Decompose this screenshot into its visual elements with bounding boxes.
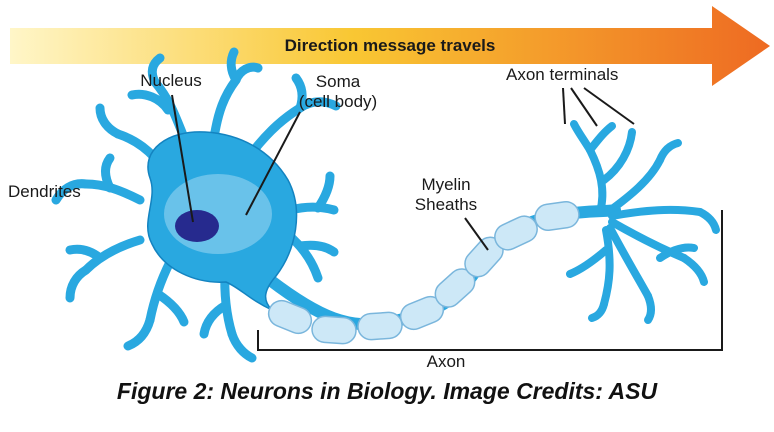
nucleus-label: Nucleus: [140, 71, 201, 90]
dendrites-label: Dendrites: [8, 182, 81, 201]
nucleus: [175, 210, 219, 242]
nucleus-pointer: [171, 94, 194, 223]
myelin-segment: [357, 311, 403, 341]
axon-terminal-branches: [566, 120, 720, 324]
myelin-label-line1: Myelin: [421, 175, 470, 194]
soma-pointer: [245, 111, 301, 216]
direction-arrow: Direction message travels: [10, 6, 770, 86]
axon-bracket: [257, 210, 723, 351]
axon-label: Axon: [427, 352, 466, 371]
axon-terminals-pointer-2: [570, 87, 598, 127]
soma-label-line1: Soma: [316, 72, 361, 91]
axon-terminals-label: Axon terminals: [506, 65, 618, 84]
label-pointers: [171, 87, 723, 351]
soma-label-line2: (cell body): [299, 92, 377, 111]
labels: Nucleus Soma (cell body) Dendrites Myeli…: [8, 65, 618, 371]
direction-arrow-shape: [10, 6, 770, 86]
myelin-segment: [311, 315, 357, 345]
figure-caption: Figure 2: Neurons in Biology. Image Cred…: [116, 378, 658, 404]
soma-highlight: [164, 174, 272, 254]
myelin-label-line2: Sheaths: [415, 195, 477, 214]
axon-terminals-pointer-1: [562, 87, 566, 125]
myelin-sheaths: [267, 200, 580, 345]
myelin-pointer: [464, 217, 489, 251]
axon-terminals-pointer-3: [583, 87, 635, 125]
myelin-segment: [534, 200, 580, 232]
myelin-segment: [267, 299, 313, 335]
direction-arrow-label: Direction message travels: [285, 36, 496, 55]
